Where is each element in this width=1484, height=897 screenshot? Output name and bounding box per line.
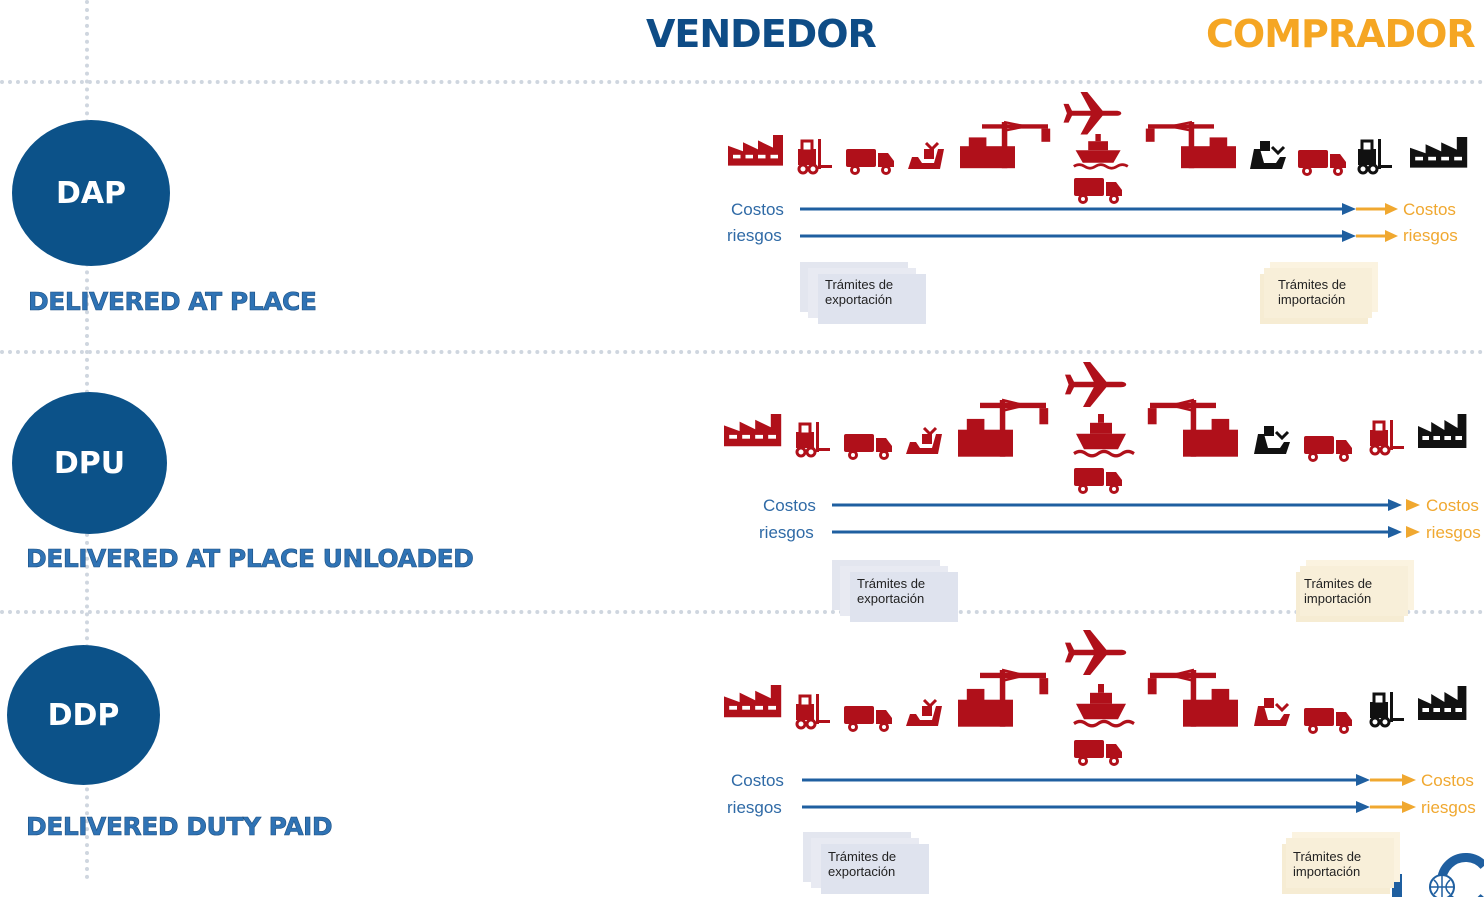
forklift-icon (1368, 418, 1406, 456)
arrowhead (1356, 801, 1370, 813)
factory-icon (724, 685, 782, 718)
forklift-icon (794, 420, 832, 458)
term-badge-dap: DAP (12, 120, 170, 266)
buyer-header: COMPRADOR (1206, 12, 1476, 56)
unloading-icon (1252, 696, 1292, 728)
import-docs-label: Trámites de importación (1278, 277, 1347, 307)
term-name-dpu: DELIVERED AT PLACE UNLOADED (26, 544, 475, 574)
unloading-icon (1252, 424, 1292, 456)
icc-logo-icon (1392, 853, 1484, 897)
term-name-ddp: DELIVERED DUTY PAID (26, 812, 333, 842)
export-docs-label: Trámites de exportación (825, 277, 894, 307)
seller-header: VENDEDOR (646, 12, 877, 56)
risk-label-buyer: riesgos (1421, 798, 1476, 817)
truck-icon (1304, 708, 1352, 734)
ship-icon (1072, 682, 1136, 728)
arrowhead (1385, 203, 1398, 215)
cost-label-buyer: Costos (1426, 496, 1479, 515)
term-code: DAP (55, 175, 127, 211)
factory-icon (1410, 137, 1468, 168)
export-docs-label: Trámites de exportación (857, 576, 926, 606)
term-badge-dpu: DPU (12, 392, 167, 534)
loading-icon (904, 426, 944, 456)
crane-icon (958, 670, 1048, 727)
forklift-icon (1356, 137, 1394, 175)
crane-icon (1148, 400, 1238, 457)
factory-icon (1418, 414, 1467, 448)
cost-label-seller: Costos (731, 200, 784, 219)
term-name-dap: DELIVERED AT PLACE (28, 287, 318, 317)
truck-icon (844, 706, 892, 732)
arrowhead (1406, 499, 1420, 511)
arrowhead (1406, 526, 1420, 538)
risk-label-buyer: riesgos (1426, 523, 1481, 542)
risk-label-seller: riesgos (759, 523, 814, 542)
cost-label-buyer: Costos (1403, 200, 1456, 219)
row-divider (0, 610, 1484, 614)
import-docs-label: Trámites de importación (1304, 576, 1373, 606)
loading-icon (904, 698, 944, 728)
truck-icon (844, 434, 892, 460)
truck-icon (1298, 150, 1346, 176)
term-code: DDP (47, 697, 120, 733)
term-code: DPU (53, 445, 126, 481)
airplane-icon (1063, 92, 1122, 135)
import-docs-label: Trámites de importación (1293, 849, 1362, 879)
crane-icon (958, 400, 1048, 457)
truck-icon (1304, 436, 1352, 462)
arrowhead (1385, 230, 1398, 242)
export-docs-label: Trámites de exportación (828, 849, 897, 879)
truck-icon (1074, 468, 1122, 494)
arrowhead (1388, 499, 1402, 511)
airplane-icon (1065, 362, 1127, 407)
arrowhead (1342, 230, 1356, 242)
unloading-icon (1248, 139, 1288, 171)
cost-label-seller: Costos (763, 496, 816, 515)
arrowhead (1356, 774, 1370, 786)
row-divider (0, 80, 1484, 84)
truck-icon (846, 149, 894, 175)
arrowhead (1402, 774, 1416, 786)
cost-label-buyer: Costos (1421, 771, 1474, 790)
crane-icon (960, 122, 1050, 168)
arrowhead (1402, 801, 1416, 813)
row-divider (0, 350, 1484, 354)
factory-icon (728, 135, 783, 166)
forklift-icon (796, 137, 834, 175)
truck-icon (1074, 178, 1122, 204)
factory-icon (1418, 686, 1467, 720)
ship-icon (1072, 132, 1130, 170)
airplane-icon (1065, 630, 1127, 675)
loading-icon (906, 141, 946, 171)
ship-icon (1072, 412, 1136, 458)
arrowhead (1388, 526, 1402, 538)
truck-icon (1074, 740, 1122, 766)
cost-label-seller: Costos (731, 771, 784, 790)
arrowhead (1342, 203, 1356, 215)
term-badge-ddp: DDP (7, 645, 160, 785)
risk-label-seller: riesgos (727, 798, 782, 817)
risk-label-seller: riesgos (727, 226, 782, 245)
forklift-icon (1368, 690, 1406, 728)
forklift-icon (794, 692, 832, 730)
crane-icon (1146, 122, 1236, 168)
crane-icon (1148, 670, 1238, 727)
factory-icon (724, 414, 782, 447)
risk-label-buyer: riesgos (1403, 226, 1458, 245)
